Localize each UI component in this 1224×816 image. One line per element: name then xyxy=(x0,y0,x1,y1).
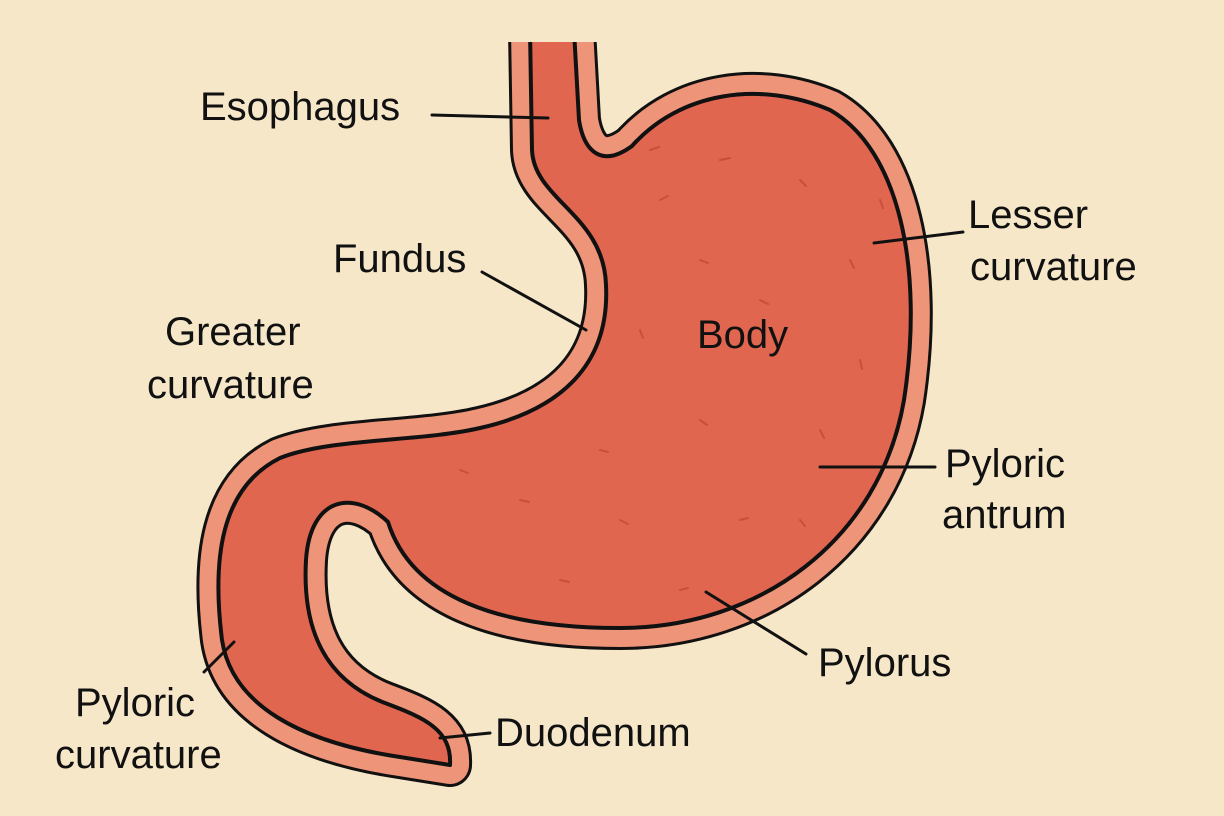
label-esophagus: Esophagus xyxy=(200,85,400,129)
label-greater-curvature-line2: curvature xyxy=(147,363,314,407)
label-greater-curvature-line1: Greater xyxy=(165,310,301,354)
muscle-texture xyxy=(459,146,884,591)
label-pyloric-curvature-line1: Pyloric xyxy=(75,681,195,725)
label-pyloric-antrum-line1: Pyloric xyxy=(945,442,1065,486)
label-lesser-curvature-line2: curvature xyxy=(970,245,1137,289)
label-pyloric-curvature-line2: curvature xyxy=(55,733,222,777)
label-duodenum: Duodenum xyxy=(495,711,691,755)
label-body: Body xyxy=(697,313,788,357)
label-fundus: Fundus xyxy=(333,237,466,281)
leader-lines xyxy=(202,113,965,740)
label-pyloric-antrum-line2: antrum xyxy=(942,493,1067,537)
label-lesser-curvature-line1: Lesser xyxy=(968,193,1088,237)
label-pylorus: Pylorus xyxy=(818,641,951,685)
